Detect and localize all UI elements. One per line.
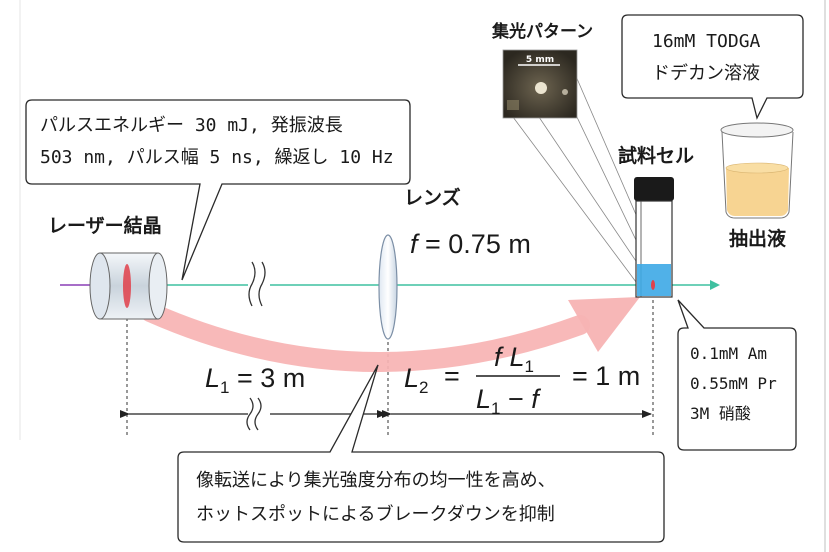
laser-params-line1: パルスエネルギー 30 mJ, 発振波長	[40, 115, 343, 136]
sample-line2: 0.55mM Pr	[690, 374, 777, 393]
curve-arrow-head	[568, 297, 640, 352]
L1-label: L1 = 3 m	[205, 363, 305, 397]
extraction-line2: ドデカン溶液	[652, 63, 760, 84]
focus-pattern-label: 集光パターン	[491, 21, 593, 42]
extract-label: 抽出液	[729, 227, 787, 250]
svg-text:L1 − f: L1 − f	[476, 384, 541, 418]
sample-line3: 3M 硝酸	[690, 404, 751, 423]
svg-text:=: =	[444, 361, 460, 391]
homogeneity-line2: ホットスポットによるブレークダウンを抑制	[196, 503, 555, 525]
laser-crystal	[89, 252, 168, 320]
laser-crystal-label: レーザー結晶	[48, 214, 162, 237]
sample-cell-label: 試料セル	[618, 144, 694, 167]
sample-line1: 0.1mM Am	[690, 344, 767, 363]
homogeneity-callout: 像転送により集光強度分布の均一性を高め、 ホットスポットによるブレークダウンを抑…	[177, 364, 665, 543]
crystal-spot	[123, 264, 131, 308]
sample-cell	[634, 177, 674, 298]
beaker	[720, 122, 794, 219]
lens-label: レンズ	[404, 186, 461, 209]
image-transfer-curve-arrow	[140, 302, 590, 372]
focus-pattern-image: 5 mm	[502, 49, 661, 291]
dimension-L1	[120, 397, 387, 431]
sample-callout: 0.1mM Am 0.55mM Pr 3M 硝酸	[677, 299, 797, 451]
extraction-callout: 16mM TODGA ドデカン溶液	[621, 14, 804, 120]
laser-params-line2: 503 nm, パルス幅 5 ns, 繰返し 10 Hz	[40, 147, 394, 168]
extraction-line1: 16mM TODGA	[652, 31, 761, 52]
laser-params-callout: パルスエネルギー 30 mJ, 発振波長 503 nm, パルス幅 5 ns, …	[25, 99, 411, 281]
svg-text:= 1 m: = 1 m	[572, 361, 640, 391]
homogeneity-line1: 像転送により集光強度分布の均一性を高め、	[196, 470, 556, 491]
lens	[378, 234, 398, 340]
svg-text:fL1: fL1	[494, 342, 534, 376]
scale-bar-label: 5 mm	[526, 55, 554, 65]
beam-break-marks	[248, 261, 266, 307]
svg-text:L2: L2	[404, 363, 429, 397]
focal-length-label: f = 0.75 m	[410, 229, 531, 259]
